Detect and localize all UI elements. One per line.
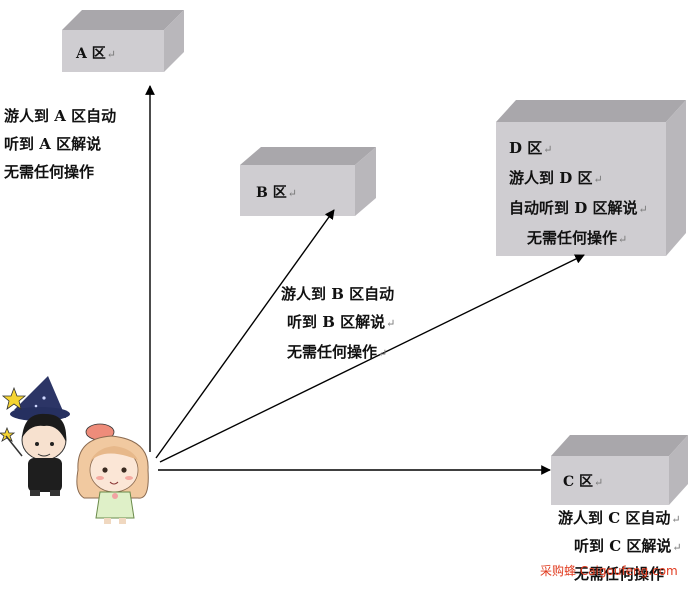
desc-line-text: 游人到 D 区 bbox=[509, 169, 593, 187]
watermark: 采购蜂 Caigoufeng.com bbox=[540, 564, 678, 578]
zone-b-label: B 区↵ bbox=[256, 182, 297, 202]
desc-line-text: 游人到 B 区自动 bbox=[281, 285, 395, 303]
desc-line-text: 自动听到 D 区解说 bbox=[509, 199, 638, 217]
zone-a-description: 游人到 A 区自动 听到 A 区解说 无需任何操作 bbox=[4, 102, 116, 186]
return-mark: ↵ bbox=[594, 476, 604, 489]
zone-d-box bbox=[496, 100, 686, 256]
return-mark: ↵ bbox=[672, 541, 682, 554]
return-mark: ↵ bbox=[638, 203, 648, 216]
star-icon bbox=[0, 426, 16, 442]
zone-c-label: C 区↵ bbox=[563, 471, 603, 491]
return-mark: ↵ bbox=[593, 173, 603, 186]
desc-line-text: 游人到 C 区自动 bbox=[558, 509, 671, 527]
desc-line: 无需任何操作 bbox=[4, 158, 116, 186]
wizard-hat-icon bbox=[14, 376, 66, 418]
desc-line-text: 无需任何操作 bbox=[527, 229, 618, 247]
desc-line: 听到 C 区解说↵ bbox=[558, 533, 682, 561]
return-mark: ↵ bbox=[287, 187, 297, 200]
zone-c-description: 游人到 C 区自动↵ 听到 C 区解说↵ 无需任何操作 bbox=[558, 505, 682, 587]
desc-line: 游人到 B 区自动 bbox=[281, 280, 395, 308]
visitors-illustration bbox=[0, 376, 149, 524]
zone-b-box bbox=[240, 147, 376, 216]
desc-line: 自动听到 D 区解说↵ bbox=[509, 194, 648, 224]
zone-c-box bbox=[551, 435, 688, 505]
desc-line: D 区↵ bbox=[509, 134, 648, 164]
zone-a-label: A 区↵ bbox=[76, 43, 116, 63]
return-mark: ↵ bbox=[671, 513, 681, 526]
zone-b-label-text: B 区 bbox=[256, 185, 287, 201]
zone-c-label-text: C 区 bbox=[563, 474, 594, 490]
zone-d-label-text: D 区 bbox=[509, 139, 543, 157]
return-mark: ↵ bbox=[618, 233, 628, 246]
desc-line-text: 游人到 A 区自动 bbox=[4, 107, 117, 125]
arrow-to-b bbox=[155, 209, 335, 459]
desc-line-text: 无需任何操作 bbox=[4, 163, 95, 181]
desc-line: 无需任何操作 bbox=[558, 561, 682, 587]
desc-line: 无需任何操作↵ bbox=[281, 338, 395, 368]
desc-line: 游人到 D 区↵ bbox=[509, 164, 648, 194]
desc-line: 游人到 C 区自动↵ bbox=[558, 505, 682, 533]
desc-line-text: 听到 A 区解说 bbox=[4, 135, 102, 153]
return-mark: ↵ bbox=[543, 143, 553, 156]
desc-line-text: 听到 B 区解说 bbox=[287, 313, 386, 331]
return-mark: ↵ bbox=[106, 48, 116, 61]
desc-line-text: 无需任何操作 bbox=[287, 343, 378, 361]
zone-d-description: D 区↵ 游人到 D 区↵ 自动听到 D 区解说↵ 无需任何操作↵ bbox=[509, 134, 648, 254]
desc-line-text: 无需任何操作 bbox=[574, 565, 665, 583]
zone-b-description: 游人到 B 区自动 听到 B 区解说↵ 无需任何操作↵ bbox=[281, 280, 395, 368]
arrow-to-d bbox=[159, 254, 585, 463]
desc-line: 游人到 A 区自动 bbox=[4, 102, 116, 130]
desc-line: 听到 B 区解说↵ bbox=[281, 308, 395, 338]
zone-a-label-text: A 区 bbox=[76, 46, 106, 62]
zone-a-box bbox=[62, 10, 184, 72]
desc-line: 无需任何操作↵ bbox=[509, 224, 648, 254]
return-mark: ↵ bbox=[378, 347, 388, 360]
desc-line-text: 听到 C 区解说 bbox=[574, 537, 672, 555]
star-icon bbox=[1, 386, 27, 410]
desc-line: 听到 A 区解说 bbox=[4, 130, 116, 158]
return-mark: ↵ bbox=[386, 317, 396, 330]
